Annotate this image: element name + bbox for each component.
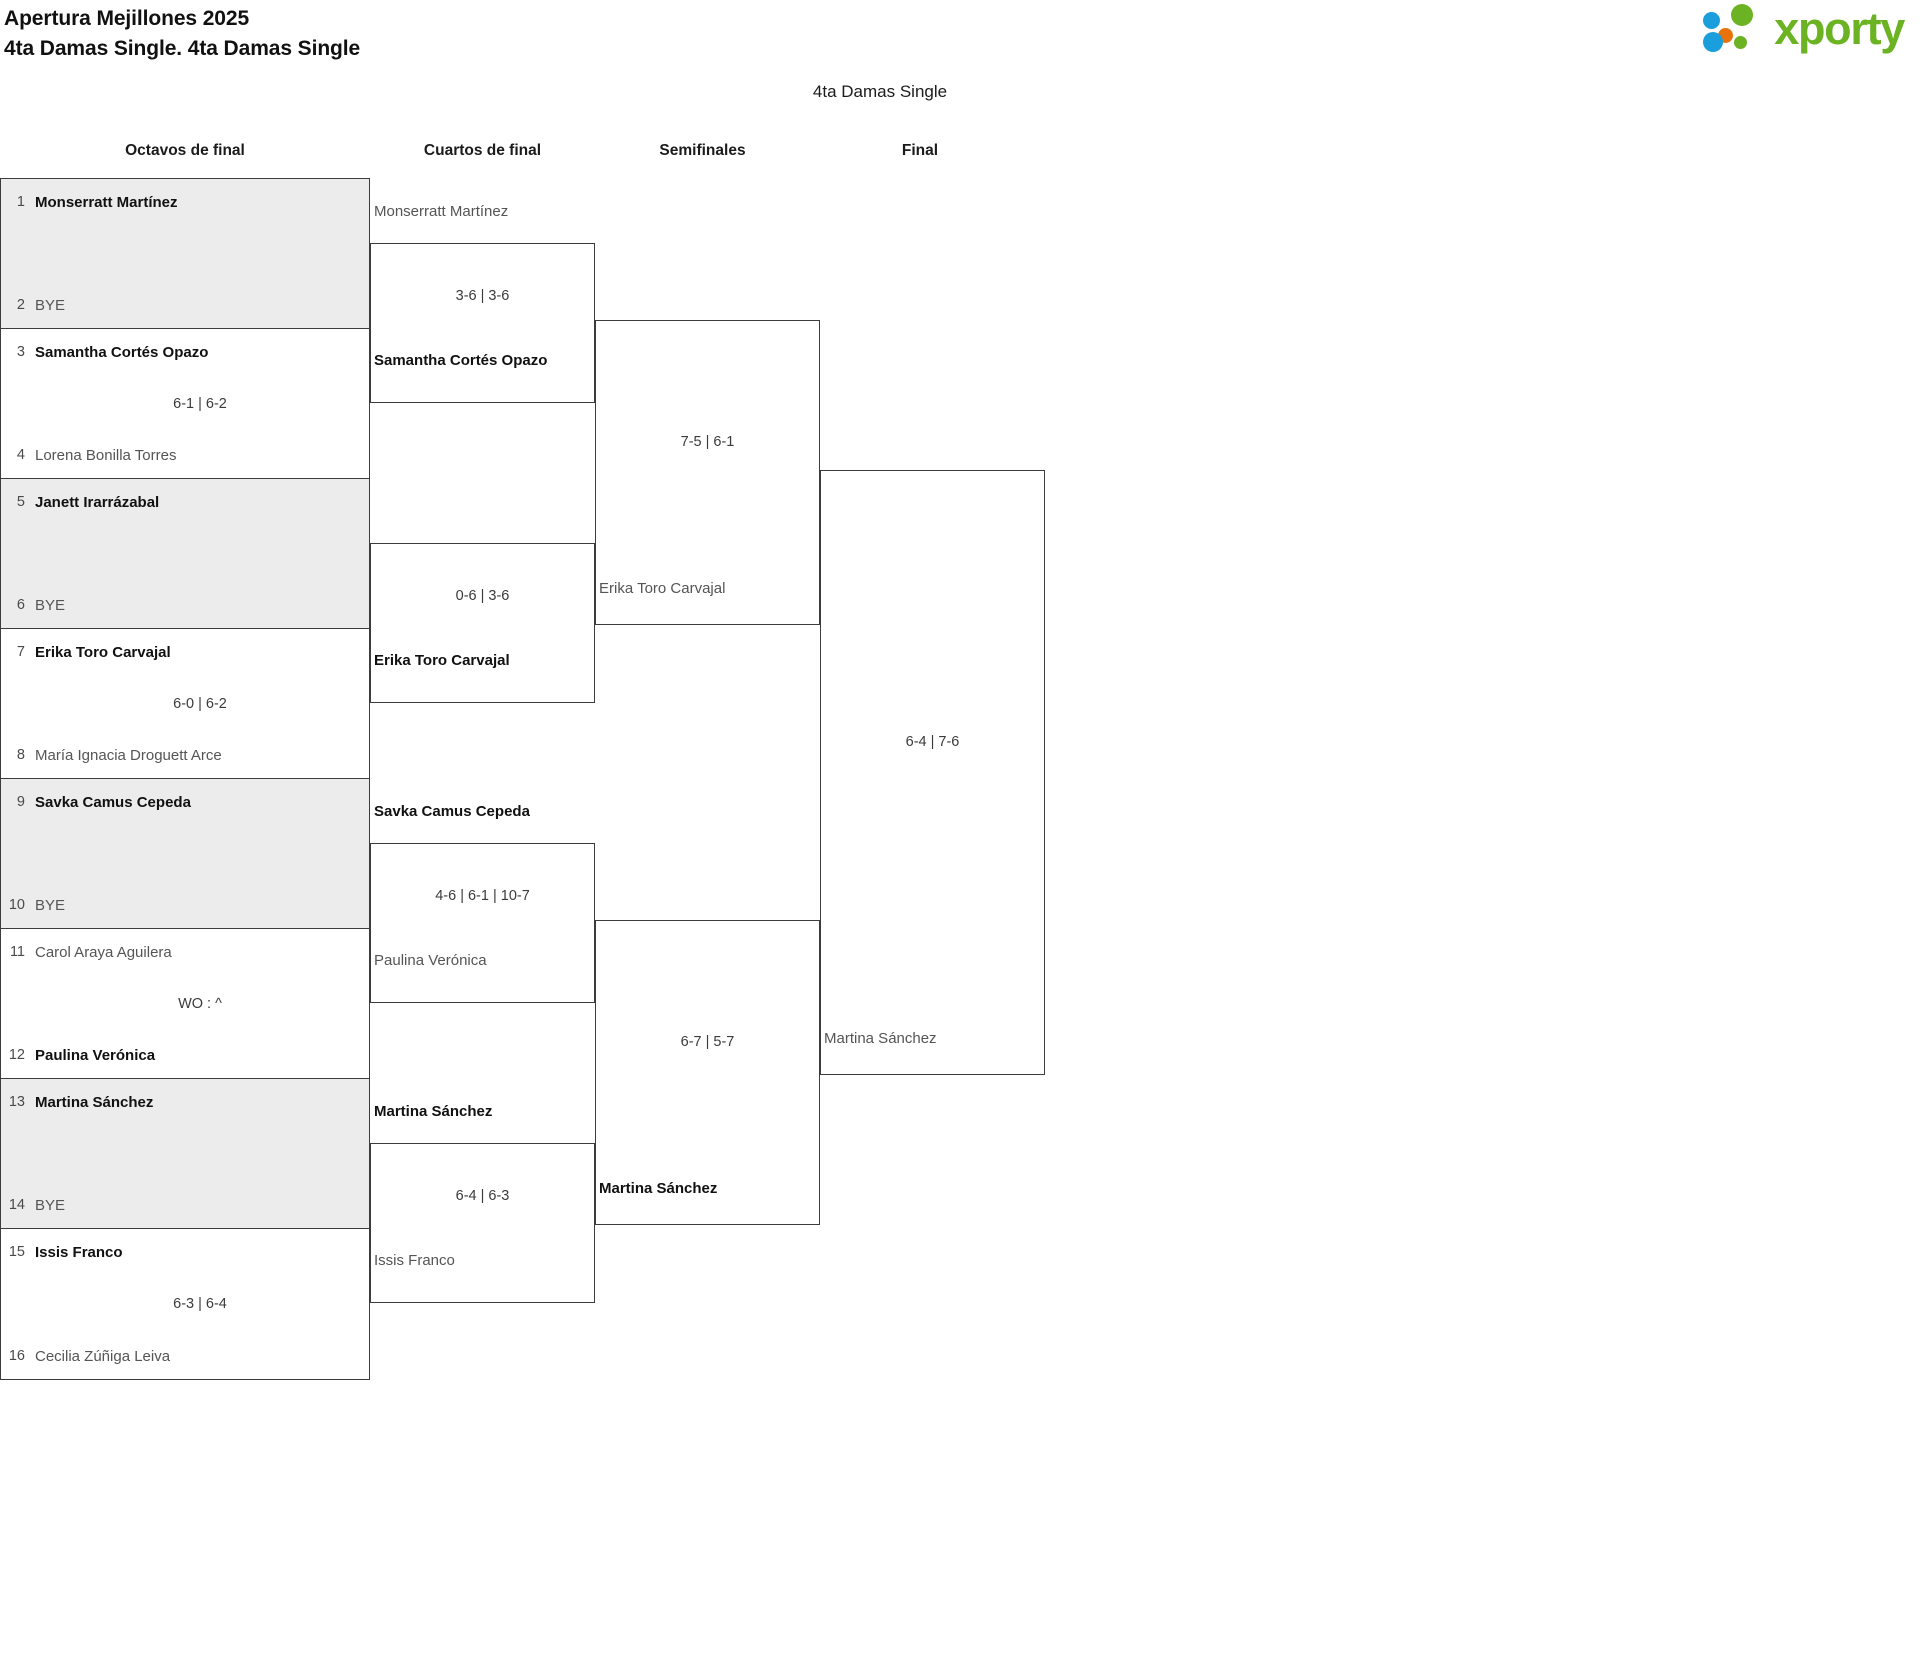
- category-name: 4ta Damas Single. 4ta Damas Single: [4, 37, 361, 60]
- player-name: BYE: [35, 896, 66, 914]
- player-slot: 6 BYE: [1, 594, 369, 616]
- final-player-name: Martina Sánchez: [824, 1030, 937, 1047]
- r1-match[interactable]: 5 Janett Irarrázabal 6 BYE: [1, 479, 369, 629]
- player-name: Janett Irarrázabal: [35, 493, 160, 511]
- player-name: Martina Sánchez: [35, 1093, 154, 1111]
- seed-number: 3: [16, 344, 25, 360]
- r1-match[interactable]: 11 Carol Araya Aguilera WO : ^ 12 Paulina …: [1, 929, 369, 1079]
- r1-match[interactable]: 7 Erika Toro Carvajal 6-0 | 6-2 8 María Ig…: [1, 629, 369, 779]
- match-score: 6-7 | 5-7: [680, 1034, 735, 1050]
- qf-player-name: Martina Sánchez: [374, 1103, 493, 1120]
- player-slot: 3 Samantha Cortés Opazo: [1, 341, 369, 363]
- match-score: 6-4 | 6-3: [455, 1188, 510, 1204]
- seed-number: 1: [16, 194, 25, 210]
- round-header-final: Final: [901, 142, 939, 159]
- player-name: BYE: [35, 1196, 66, 1214]
- r1-match[interactable]: 1 Monserratt Martínez 2 BYE: [1, 179, 369, 329]
- xporty-wordmark: xporty: [1774, 2, 1905, 54]
- r1-match[interactable]: 13 Martina Sánchez 14 BYE: [1, 1079, 369, 1229]
- qf-match-box[interactable]: 6-4 | 6-3: [370, 1143, 595, 1303]
- player-slot: 1 Monserratt Martínez: [1, 191, 369, 213]
- seed-number: 14: [8, 1197, 25, 1213]
- sf-player-name: Martina Sánchez: [599, 1180, 718, 1197]
- player-slot: 9 Savka Camus Cepeda: [1, 791, 369, 813]
- qf-match-box[interactable]: 3-6 | 3-6: [370, 243, 595, 403]
- match-score: WO : ^: [178, 995, 222, 1012]
- draw-title: 4ta Damas Single: [0, 82, 1920, 102]
- player-name: Cecilia Zúñiga Leiva: [35, 1347, 171, 1365]
- qf-player-name: Issis Franco: [374, 1252, 455, 1269]
- final-match-box[interactable]: 6-4 | 7-6: [820, 470, 1045, 1075]
- player-name: Issis Franco: [35, 1243, 123, 1261]
- player-slot: 4 Lorena Bonilla Torres: [1, 444, 369, 466]
- seed-number: 8: [16, 747, 25, 763]
- player-name: Paulina Verónica: [35, 1046, 156, 1064]
- seed-number: 4: [16, 447, 25, 463]
- seed-number: 5: [16, 494, 25, 510]
- seed-number: 15: [8, 1244, 25, 1260]
- match-score: 6-0 | 6-2: [173, 695, 227, 712]
- seed-number: 12: [8, 1047, 25, 1063]
- player-slot: 14 BYE: [1, 1194, 369, 1216]
- player-slot: 8 María Ignacia Droguett Arce: [1, 744, 369, 766]
- match-score: 6-3 | 6-4: [173, 1296, 227, 1312]
- draw-title-text: 4ta Damas Single: [812, 82, 948, 101]
- match-score: 0-6 | 3-6: [455, 588, 510, 604]
- player-name: Monserratt Martínez: [35, 193, 178, 211]
- player-slot: 11 Carol Araya Aguilera: [1, 941, 369, 963]
- round-header-octavos: Octavos de final: [125, 142, 245, 159]
- player-name: Carol Araya Aguilera: [35, 943, 172, 961]
- seed-number: 11: [9, 944, 25, 960]
- player-name: BYE: [35, 596, 66, 614]
- qf-match-box[interactable]: 4-6 | 6-1 | 10-7: [370, 843, 595, 1003]
- seed-number: 9: [16, 794, 25, 810]
- player-name: Erika Toro Carvajal: [35, 643, 171, 661]
- player-slot: 15 Issis Franco: [1, 1241, 369, 1263]
- player-slot: 13 Martina Sánchez: [1, 1091, 369, 1113]
- player-name: Savka Camus Cepeda: [35, 793, 191, 811]
- player-slot: 12 Paulina Verónica: [1, 1044, 369, 1066]
- player-name: María Ignacia Droguett Arce: [35, 746, 222, 764]
- match-score: 3-6 | 3-6: [455, 288, 510, 304]
- qf-player-name: Savka Camus Cepeda: [374, 803, 530, 820]
- player-name: Samantha Cortés Opazo: [35, 343, 209, 361]
- sf-match-box[interactable]: 6-7 | 5-7: [595, 920, 820, 1225]
- player-slot: 2 BYE: [1, 294, 369, 316]
- player-slot: 7 Erika Toro Carvajal: [1, 641, 369, 663]
- player-slot: 10 BYE: [1, 894, 369, 916]
- player-slot: 16 Cecilia Zúñiga Leiva: [1, 1345, 369, 1367]
- seed-number: 10: [8, 897, 25, 913]
- player-name: Lorena Bonilla Torres: [35, 446, 177, 464]
- seed-number: 16: [8, 1348, 25, 1364]
- seed-number: 2: [16, 297, 25, 313]
- match-score: 6-1 | 6-2: [173, 395, 227, 412]
- round-header-semis: Semifinales: [659, 142, 746, 159]
- sf-player-name: Erika Toro Carvajal: [599, 580, 726, 597]
- player-name: BYE: [35, 296, 66, 314]
- seed-number: 6: [16, 597, 25, 613]
- r1-match[interactable]: 3 Samantha Cortés Opazo 6-1 | 6-2 4 Lorena…: [1, 329, 369, 479]
- match-score: 7-5 | 6-1: [680, 434, 735, 450]
- r1-match[interactable]: 15 Issis Franco 6-3 | 6-4 16 Cecilia Zúñig…: [1, 1229, 369, 1379]
- seed-number: 13: [8, 1094, 25, 1110]
- player-slot: 5 Janett Irarrázabal: [1, 491, 369, 513]
- match-score: 6-4 | 7-6: [905, 734, 960, 750]
- tournament-name: Apertura Mejillones 2025: [4, 7, 250, 30]
- qf-player-name: Samantha Cortés Opazo: [374, 352, 548, 369]
- qf-player-name: Paulina Verónica: [374, 952, 487, 969]
- r1-match[interactable]: 9 Savka Camus Cepeda 10 BYE: [1, 779, 369, 929]
- sf-match-box[interactable]: 7-5 | 6-1: [595, 320, 820, 625]
- seed-number: 7: [16, 644, 25, 660]
- qf-player-name: Erika Toro Carvajal: [374, 652, 510, 669]
- qf-match-box[interactable]: 0-6 | 3-6: [370, 543, 595, 703]
- xporty-logo: xporty: [1703, 2, 1905, 54]
- xporty-dots-icon: [1703, 4, 1765, 52]
- match-score: 4-6 | 6-1 | 10-7: [435, 888, 530, 904]
- round-header-cuartos: Cuartos de final: [423, 142, 542, 159]
- qf-player-name: Monserratt Martínez: [374, 203, 509, 220]
- page-title: Apertura Mejillones 2025 4ta Damas Singl…: [0, 0, 360, 64]
